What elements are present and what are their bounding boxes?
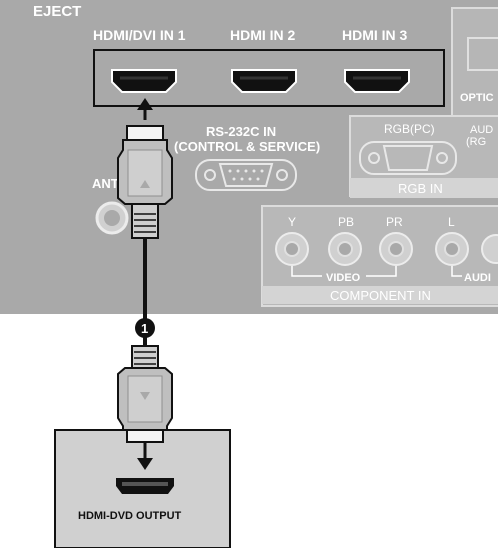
audio-label: AUDI xyxy=(464,272,491,284)
jack-label-l: L xyxy=(448,215,455,229)
dvd-hdmi-output-port[interactable] xyxy=(116,478,174,494)
antenna-jack[interactable] xyxy=(95,201,129,235)
arrow-down-icon xyxy=(137,442,153,470)
component-jack-y[interactable] xyxy=(275,232,309,266)
optical-label: OPTIC xyxy=(460,92,494,104)
component-in-label: COMPONENT IN xyxy=(330,288,431,303)
audio-rgb-label: AUD xyxy=(470,124,493,136)
hdmi-port-2[interactable] xyxy=(231,69,297,93)
hdmi-plug-top xyxy=(117,125,173,239)
step-number: 1 xyxy=(141,321,148,336)
eject-label: EJECT xyxy=(33,3,81,20)
jack-label-pr: PR xyxy=(386,215,403,229)
rs232-port[interactable] xyxy=(195,159,297,191)
triangle-down-icon xyxy=(140,392,150,400)
tv-rear-panel xyxy=(0,0,498,314)
jack-label-y: Y xyxy=(288,215,296,229)
arrow-up-icon xyxy=(137,98,153,120)
hdmi-in-3-label: HDMI IN 3 xyxy=(342,27,408,43)
hdmi-in-2-label: HDMI IN 2 xyxy=(230,27,296,43)
component-jack-pr[interactable] xyxy=(379,232,413,266)
component-jack-pb[interactable] xyxy=(328,232,362,266)
video-label: VIDEO xyxy=(326,272,361,284)
hdmi-dvi-in-1-label: HDMI/DVI IN 1 xyxy=(93,27,186,43)
rgb-pc-port[interactable] xyxy=(359,141,457,175)
audio-rgb-sublabel: (RG xyxy=(466,136,486,148)
rs232-label: RS-232C IN xyxy=(206,124,276,139)
hdmi-port-3[interactable] xyxy=(344,69,410,93)
hdmi-plug-bottom xyxy=(117,345,173,437)
hdmi-port-1[interactable] xyxy=(111,69,177,93)
component-jack-l[interactable] xyxy=(435,232,469,266)
audio-bracket xyxy=(451,266,462,277)
rs232-sublabel: (CONTROL & SERVICE) xyxy=(174,139,320,154)
triangle-up-icon xyxy=(140,180,150,188)
hdmi-dvd-output-label: HDMI-DVD OUTPUT xyxy=(78,510,182,522)
hdmi-port-labels: HDMI/DVI IN 1 HDMI IN 2 HDMI IN 3 xyxy=(93,27,408,43)
hdmi-port-frame xyxy=(93,49,445,107)
step-badge: 1 xyxy=(135,318,155,338)
rgb-pc-label: RGB(PC) xyxy=(384,122,435,136)
rgb-in-label: RGB IN xyxy=(398,181,443,196)
jack-label-pb: PB xyxy=(338,215,354,229)
antenna-label: ANT xyxy=(92,176,119,191)
video-bracket-right xyxy=(366,266,397,277)
video-bracket-left xyxy=(291,266,322,277)
